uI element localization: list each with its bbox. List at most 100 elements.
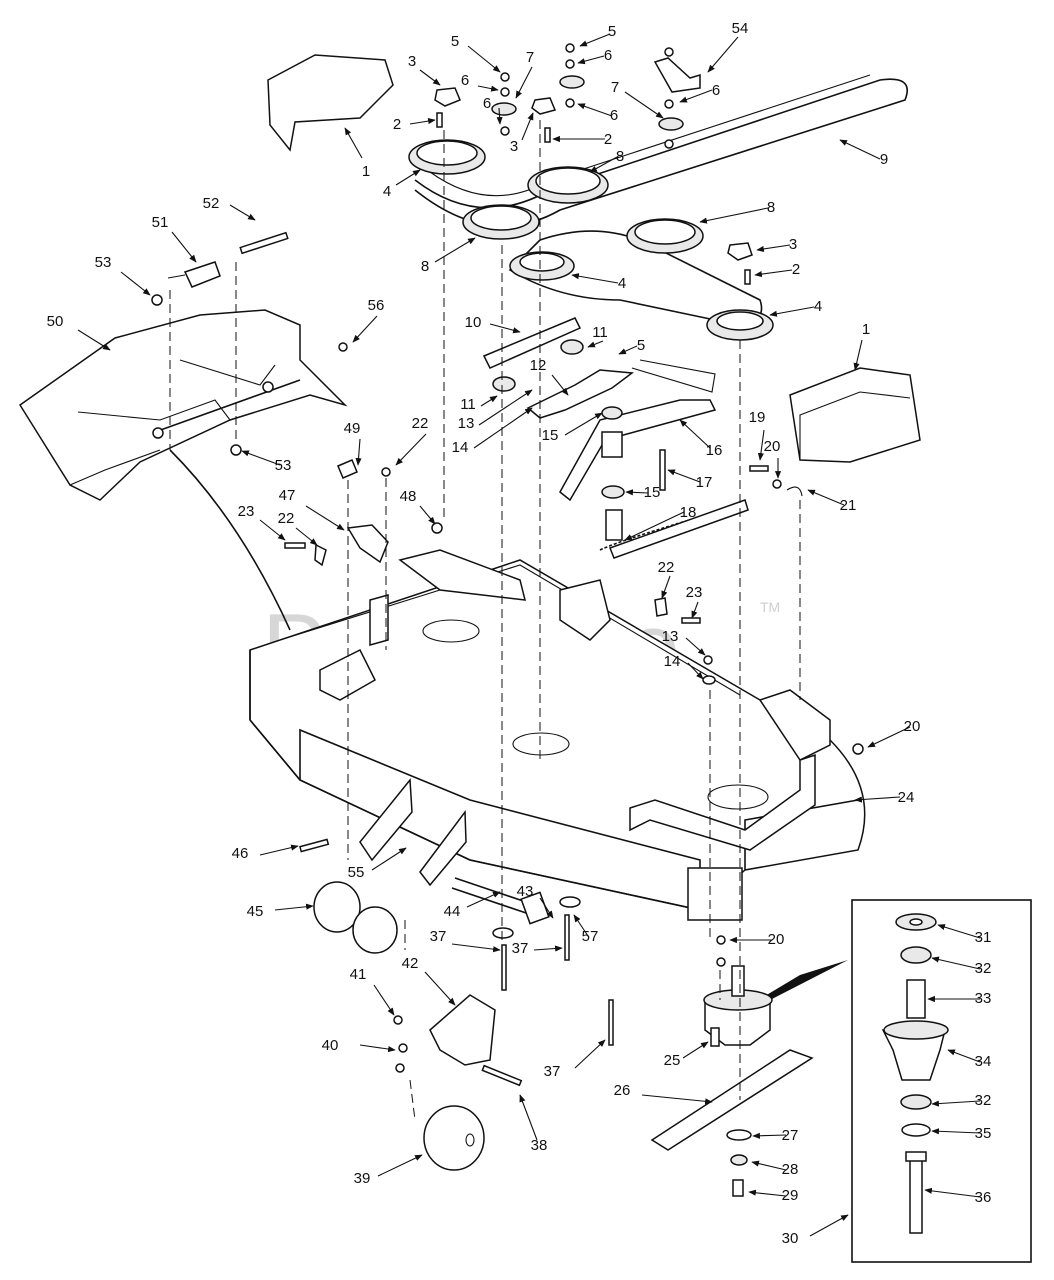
part-callout-c38: 38 — [531, 1137, 548, 1154]
part-callout-c11a: 11 — [592, 324, 608, 341]
leader-line — [574, 1039, 606, 1069]
leader-line — [587, 340, 604, 348]
part-callout-c20c: 20 — [768, 931, 785, 948]
part-callout-c23b: 23 — [686, 584, 703, 601]
leader-line — [853, 339, 863, 371]
part-callout-c10: 10 — [465, 314, 482, 331]
gauge-wheels — [313, 881, 485, 1171]
part-callout-c27: 27 — [782, 1127, 799, 1144]
leader-line — [533, 945, 563, 952]
part-callout-c35: 35 — [975, 1125, 992, 1142]
part-callout-c37c: 37 — [544, 1063, 561, 1080]
leader-line — [241, 450, 281, 466]
leader-line — [641, 1094, 713, 1105]
part-callout-c11b: 11 — [460, 396, 476, 413]
part-callout-c22a: 22 — [412, 415, 429, 432]
leader-line — [707, 36, 739, 73]
part-callout-c15b: 15 — [644, 484, 661, 501]
leader-line — [661, 575, 671, 599]
leader-line — [839, 139, 881, 160]
leader-line — [564, 412, 603, 436]
part-callout-c29: 29 — [782, 1187, 799, 1204]
leader-line — [579, 33, 611, 47]
part-callout-c50: 50 — [47, 313, 64, 330]
part-callout-c48: 48 — [400, 488, 417, 505]
part-callout-c30: 30 — [782, 1230, 799, 1247]
leader-line — [519, 1094, 538, 1141]
part-callout-c19: 19 — [749, 409, 766, 426]
leader-line — [809, 1214, 849, 1237]
spindle-assembly — [650, 965, 814, 1197]
part-callout-c37a: 37 — [430, 928, 447, 945]
leader-line — [259, 519, 286, 541]
leader-line — [259, 844, 299, 856]
leader-line — [937, 924, 981, 939]
part-callout-c49: 49 — [344, 420, 361, 437]
part-callout-c15a: 15 — [542, 427, 559, 444]
part-callout-c31: 31 — [975, 929, 992, 946]
leader-line — [409, 118, 436, 125]
part-callout-c36: 36 — [975, 1189, 992, 1206]
discharge-chute — [18, 231, 348, 501]
leader-line — [371, 847, 407, 871]
part-callout-c14a: 14 — [452, 439, 469, 456]
part-callout-c4a: 4 — [383, 183, 391, 200]
part-callout-c3c: 3 — [789, 236, 797, 253]
part-callout-c7a: 7 — [526, 49, 534, 66]
leader-line — [577, 103, 613, 117]
belt-covers — [267, 54, 921, 463]
leader-line — [691, 601, 699, 619]
leader-line — [752, 1132, 787, 1139]
part-callout-c39: 39 — [354, 1170, 371, 1187]
leader-line — [373, 984, 395, 1016]
part-callout-c2a: 2 — [393, 116, 401, 133]
part-callout-c6a: 6 — [461, 72, 469, 89]
small-hardware — [151, 294, 864, 1087]
leader-line — [854, 796, 901, 803]
leader-line — [295, 527, 318, 546]
leader-line — [77, 329, 111, 351]
leader-line — [685, 637, 706, 656]
part-callout-c28: 28 — [782, 1161, 799, 1178]
pulley-belt-assembly — [408, 43, 908, 341]
leader-line — [571, 273, 619, 284]
part-callout-c8a: 8 — [616, 148, 624, 165]
leader-line — [807, 489, 845, 506]
part-callout-c45: 45 — [247, 903, 264, 920]
leader-line — [682, 1041, 709, 1059]
part-callout-c53a: 53 — [95, 254, 112, 271]
part-callout-c34: 34 — [975, 1053, 992, 1070]
part-callout-c17: 17 — [696, 474, 713, 491]
part-callout-c51: 51 — [152, 214, 169, 231]
part-callout-c9: 9 — [880, 151, 888, 168]
leader-line — [679, 89, 713, 103]
part-callout-c40: 40 — [322, 1037, 339, 1054]
leader-line — [229, 204, 256, 221]
part-callout-c5b: 5 — [608, 23, 616, 40]
part-callout-c24: 24 — [898, 789, 915, 806]
part-callout-c33: 33 — [975, 990, 992, 1007]
leader-line — [757, 429, 765, 461]
leader-line — [931, 956, 981, 970]
part-callout-c3a: 3 — [408, 53, 416, 70]
leader-line — [521, 112, 534, 141]
part-callout-c55: 55 — [348, 864, 365, 881]
leader-line — [355, 438, 362, 466]
leader-line — [624, 91, 664, 119]
leader-line — [947, 1049, 981, 1063]
leader-line — [424, 971, 456, 1006]
part-callout-c23a: 23 — [238, 503, 255, 520]
part-callout-c56: 56 — [368, 297, 385, 314]
part-callout-c7b: 7 — [611, 79, 619, 96]
part-callout-c13b: 13 — [662, 628, 679, 645]
part-callout-c5a: 5 — [451, 33, 459, 50]
leader-line — [466, 891, 501, 908]
part-callout-c47: 47 — [279, 487, 296, 504]
leader-line — [344, 127, 363, 159]
leader-line — [751, 1160, 787, 1171]
trademark-text: TM — [760, 599, 780, 615]
leader-line — [419, 69, 441, 86]
leader-line — [618, 345, 638, 355]
leader-line — [480, 395, 498, 407]
leader-line — [395, 433, 427, 466]
